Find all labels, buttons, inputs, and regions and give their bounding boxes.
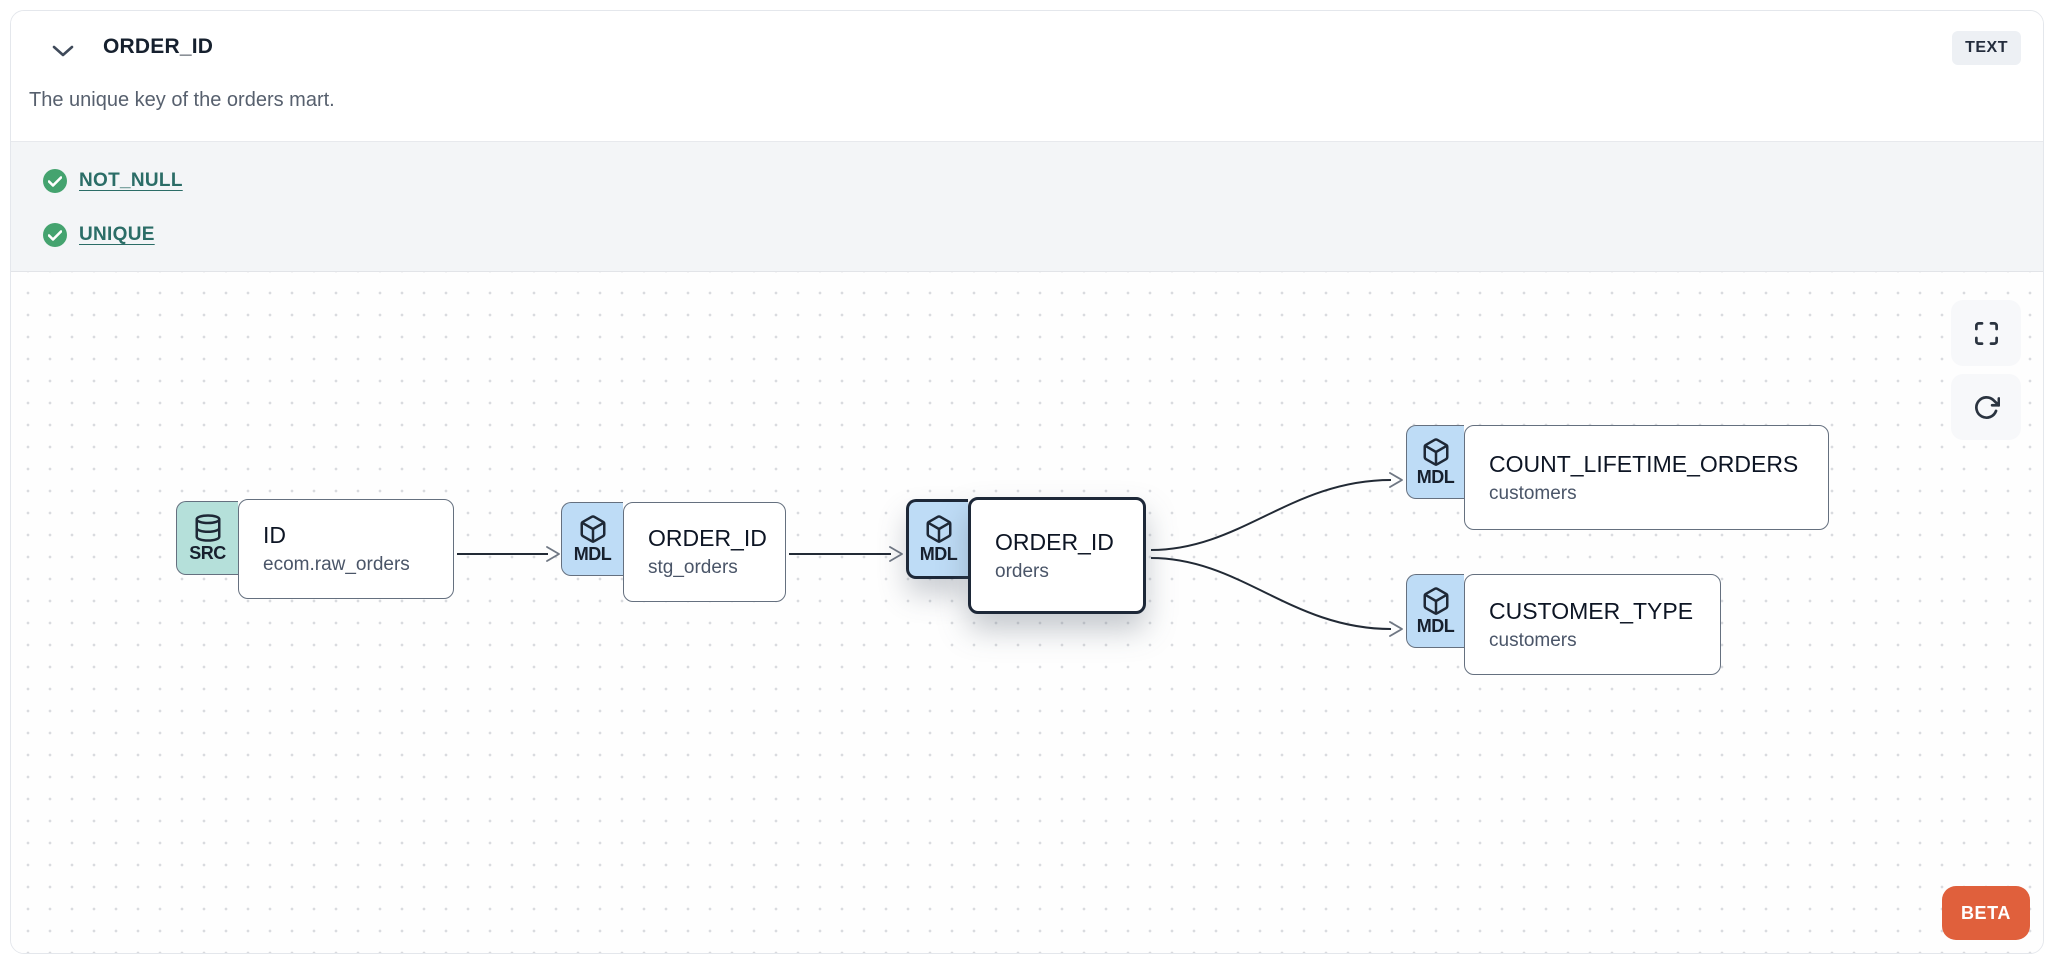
node-kind-label: MDL [1416,616,1455,637]
refresh-icon [1973,394,2000,421]
tests-section: NOT_NULL UNIQUE [11,141,2043,272]
node-subtitle: customers [1489,482,1577,504]
fullscreen-button[interactable] [1951,300,2021,366]
check-circle-icon [43,169,67,193]
cube-icon [578,514,608,544]
node-subtitle: stg_orders [648,557,738,578]
node-kind-label: SRC [189,543,226,564]
node-kind-label: MDL [919,544,958,565]
cube-icon [1421,437,1451,467]
node-kind-label: MDL [573,544,612,565]
lineage-canvas[interactable]: SRC ID ecom.raw_orders MDL ORDER_ID stg_… [11,272,2043,953]
arrowhead-icon [546,546,560,562]
cube-icon [1421,586,1451,616]
test-row: UNIQUE [43,213,2043,257]
edge-orders-to-type [1150,557,1392,630]
collapse-chevron-button[interactable] [49,39,77,63]
node-title: CUSTOMER_TYPE [1489,597,1694,624]
node-kind-badge: SRC [176,501,238,575]
lineage-node-order-id-orders-selected[interactable]: MDL ORDER_ID orders [906,497,1146,614]
cube-icon [924,514,954,544]
lineage-node-id-raw-orders[interactable]: SRC ID ecom.raw_orders [176,499,454,599]
test-link-not-null[interactable]: NOT_NULL [79,170,183,191]
column-type-badge: TEXT [1952,31,2021,65]
lineage-node-count-lifetime-orders[interactable]: MDL COUNT_LIFETIME_ORDERS customers [1406,425,1829,530]
check-circle-icon [43,223,67,247]
fullscreen-icon [1973,320,2000,347]
node-title: COUNT_LIFETIME_ORDERS [1489,450,1799,477]
node-kind-label: MDL [1416,467,1455,488]
node-subtitle: customers [1489,629,1577,651]
page-title: ORDER_ID [103,35,214,58]
chevron-down-icon [51,43,75,59]
node-kind-badge: MDL [906,499,968,579]
beta-badge: BETA [1942,886,2030,940]
node-kind-badge: MDL [1406,574,1464,648]
test-link-unique[interactable]: UNIQUE [79,224,155,245]
node-title: ORDER_ID [995,528,1114,555]
lineage-node-customer-type[interactable]: MDL CUSTOMER_TYPE customers [1406,574,1721,675]
node-body: CUSTOMER_TYPE customers [1464,574,1721,675]
arrowhead-icon [889,546,903,562]
node-body: ORDER_ID orders [968,497,1146,614]
arrowhead-icon [1389,472,1403,488]
node-body: ID ecom.raw_orders [238,499,454,599]
node-kind-badge: MDL [1406,425,1464,499]
column-description: The unique key of the orders mart. [29,89,335,111]
column-detail-card: ORDER_ID TEXT The unique key of the orde… [10,10,2044,954]
node-title: ID [263,522,286,548]
node-title: ORDER_ID [648,525,767,551]
edge-orders-to-count [1150,479,1392,551]
test-row: NOT_NULL [43,159,2043,203]
node-body: COUNT_LIFETIME_ORDERS customers [1464,425,1829,530]
node-body: ORDER_ID stg_orders [623,502,786,602]
database-icon [193,513,223,543]
arrowhead-icon [1389,621,1403,637]
node-subtitle: orders [995,560,1049,582]
header: ORDER_ID TEXT The unique key of the orde… [11,11,2043,141]
refresh-button[interactable] [1951,374,2021,440]
node-subtitle: ecom.raw_orders [263,554,410,575]
node-kind-badge: MDL [561,502,623,576]
lineage-node-order-id-stg-orders[interactable]: MDL ORDER_ID stg_orders [561,502,786,602]
